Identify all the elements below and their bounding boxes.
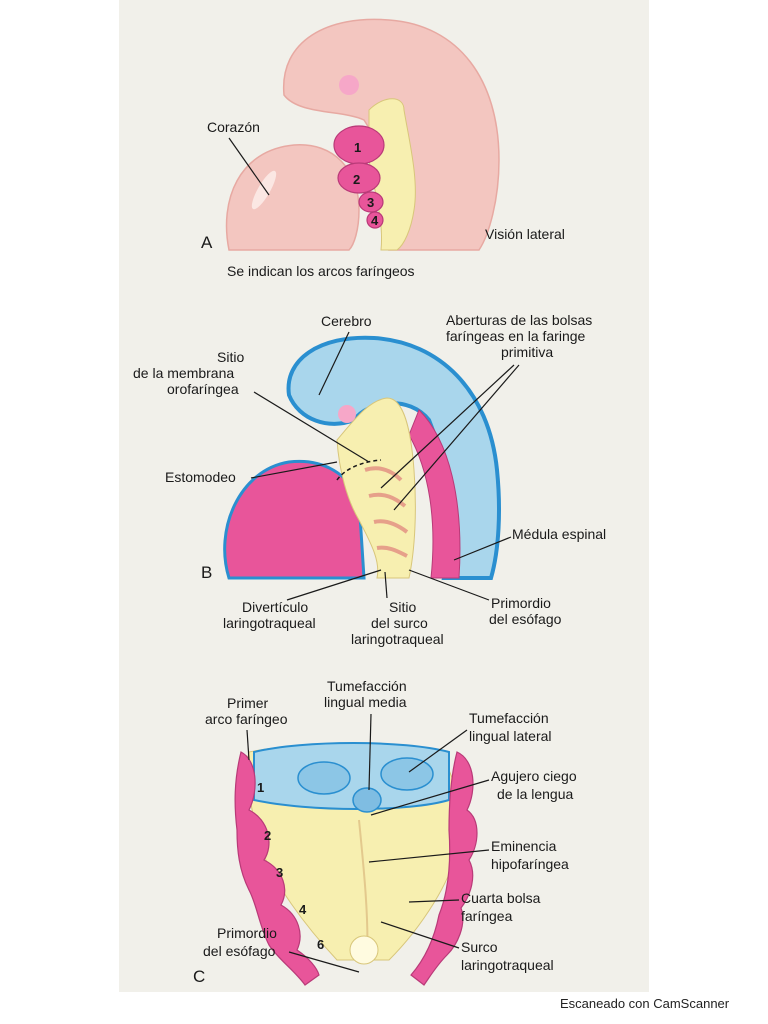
panel-letter-c: C	[193, 967, 205, 986]
label-foramen-2: de la lengua	[497, 786, 574, 802]
label-spinal-cord: Médula espinal	[512, 526, 606, 542]
leader-first-arch	[246, 729, 250, 761]
label-esophagus-c-2: del esófago	[203, 943, 276, 959]
label-esophagus-b-2: del esófago	[489, 611, 562, 627]
label-membrane-2: de la membrana	[133, 365, 234, 381]
arches-left-c	[234, 751, 320, 986]
eye-spot-a	[339, 75, 359, 95]
leader-esophagus-b	[408, 569, 490, 601]
label-first-arch-2: arco faríngeo	[205, 711, 288, 727]
label-fourth-pouch-1: Cuarta bolsa	[461, 890, 541, 906]
scanned-page: 1 2 3 4 Corazón A Visión lateral Se indi…	[119, 0, 649, 992]
leader-fourth-pouch	[408, 899, 460, 903]
leader-groove	[380, 921, 460, 949]
panel-b: Cerebro Sitio de la membrana orofaríngea…	[133, 312, 606, 647]
arch-number-4: 4	[371, 213, 379, 228]
median-swelling	[352, 787, 382, 813]
label-groove-site-1: Sitio	[389, 599, 416, 615]
label-median-2: lingual media	[324, 694, 407, 710]
label-foramen-1: Agujero ciego	[491, 768, 577, 784]
label-lateral-view: Visión lateral	[485, 226, 565, 242]
pouch-fold-3	[373, 519, 409, 534]
label-brain: Cerebro	[321, 313, 372, 329]
pouch-fold-2	[368, 492, 407, 508]
leader-openings-2	[393, 364, 520, 511]
leader-groove-site	[384, 571, 388, 599]
label-openings-3: primitiva	[501, 344, 553, 360]
eye-spot-b	[338, 405, 356, 423]
leader-brain	[318, 331, 350, 396]
leader-stomodeum	[250, 461, 338, 479]
leader-lateral	[408, 729, 468, 773]
lateral-swelling-left	[297, 761, 351, 795]
leader-membrane	[253, 391, 370, 463]
panel-letter-a: A	[201, 233, 213, 252]
panel-c: 1 2 3 4 6 Primer arco faríngeo Tumefacci…	[193, 678, 577, 986]
laryngotracheal-groove	[349, 935, 379, 965]
label-groove-1: Surco	[461, 939, 498, 955]
dorsal-band-b	[408, 409, 461, 579]
label-groove-site-2: del surco	[371, 615, 428, 631]
arches-right-c	[410, 751, 478, 986]
arch-c-number-2: 2	[264, 828, 271, 843]
label-openings-2: faríngeas en la faringe	[446, 328, 586, 344]
pouch-fold-1	[364, 466, 403, 482]
caption-a: Se indican los arcos faríngeos	[227, 263, 415, 279]
arch-3-a	[358, 191, 384, 213]
label-first-arch-1: Primer	[227, 695, 269, 711]
label-esophagus-c-1: Primordio	[217, 925, 277, 941]
heart-bulge	[225, 144, 360, 251]
label-stomodeum: Estomodeo	[165, 469, 236, 485]
leader-hypo	[368, 849, 490, 863]
label-heart: Corazón	[207, 119, 260, 135]
arch-c-number-4: 4	[299, 902, 307, 917]
label-fourth-pouch-2: faríngea	[461, 908, 513, 924]
label-groove-site-3: laringotraqueal	[351, 631, 444, 647]
label-hypo-1: Eminencia	[491, 838, 557, 854]
panel-a: 1 2 3 4 Corazón A Visión lateral Se indi…	[201, 18, 565, 279]
label-diverticulum-1: Divertículo	[242, 599, 308, 615]
leader-foramen	[370, 779, 490, 816]
leader-median	[368, 713, 372, 791]
pharynx-b	[336, 397, 416, 579]
label-median-1: Tumefacción	[327, 678, 407, 694]
label-esophagus-b-1: Primordio	[491, 595, 551, 611]
label-membrane-1: Sitio	[217, 349, 244, 365]
label-groove-2: laringotraqueal	[461, 957, 554, 973]
leader-heart	[228, 137, 270, 196]
arch-c-number-6: 6	[317, 937, 324, 952]
leader-openings-1	[380, 364, 515, 489]
lateral-swelling-right	[380, 757, 434, 791]
scanner-watermark: Escaneado con CamScanner	[560, 996, 730, 1011]
arch-number-3: 3	[367, 195, 374, 210]
arch-number-2: 2	[353, 172, 360, 187]
label-diverticulum-2: laringotraqueal	[223, 615, 316, 631]
arch-c-number-1: 1	[257, 780, 264, 795]
label-openings-1: Aberturas de las bolsas	[446, 312, 592, 328]
label-lateral-1: Tumefacción	[469, 710, 549, 726]
label-membrane-3: orofaríngea	[167, 381, 239, 397]
label-hypo-2: hipofaríngea	[491, 856, 569, 872]
leader-esophagus-c	[288, 951, 360, 973]
arch-4-a	[366, 211, 384, 229]
pouch-fold-4	[376, 545, 408, 558]
panel-letter-b: B	[201, 563, 212, 582]
arch-number-1: 1	[354, 140, 361, 155]
arch-c-number-3: 3	[276, 865, 283, 880]
heart-highlight	[251, 170, 277, 210]
embryology-figure: 1 2 3 4 Corazón A Visión lateral Se indi…	[133, 18, 606, 986]
arch-2-a	[337, 162, 381, 194]
leader-diverticulum	[286, 569, 382, 601]
leader-spinal-cord	[453, 536, 512, 561]
label-lateral-2: lingual lateral	[469, 728, 552, 744]
membrane-dashed	[336, 459, 382, 481]
